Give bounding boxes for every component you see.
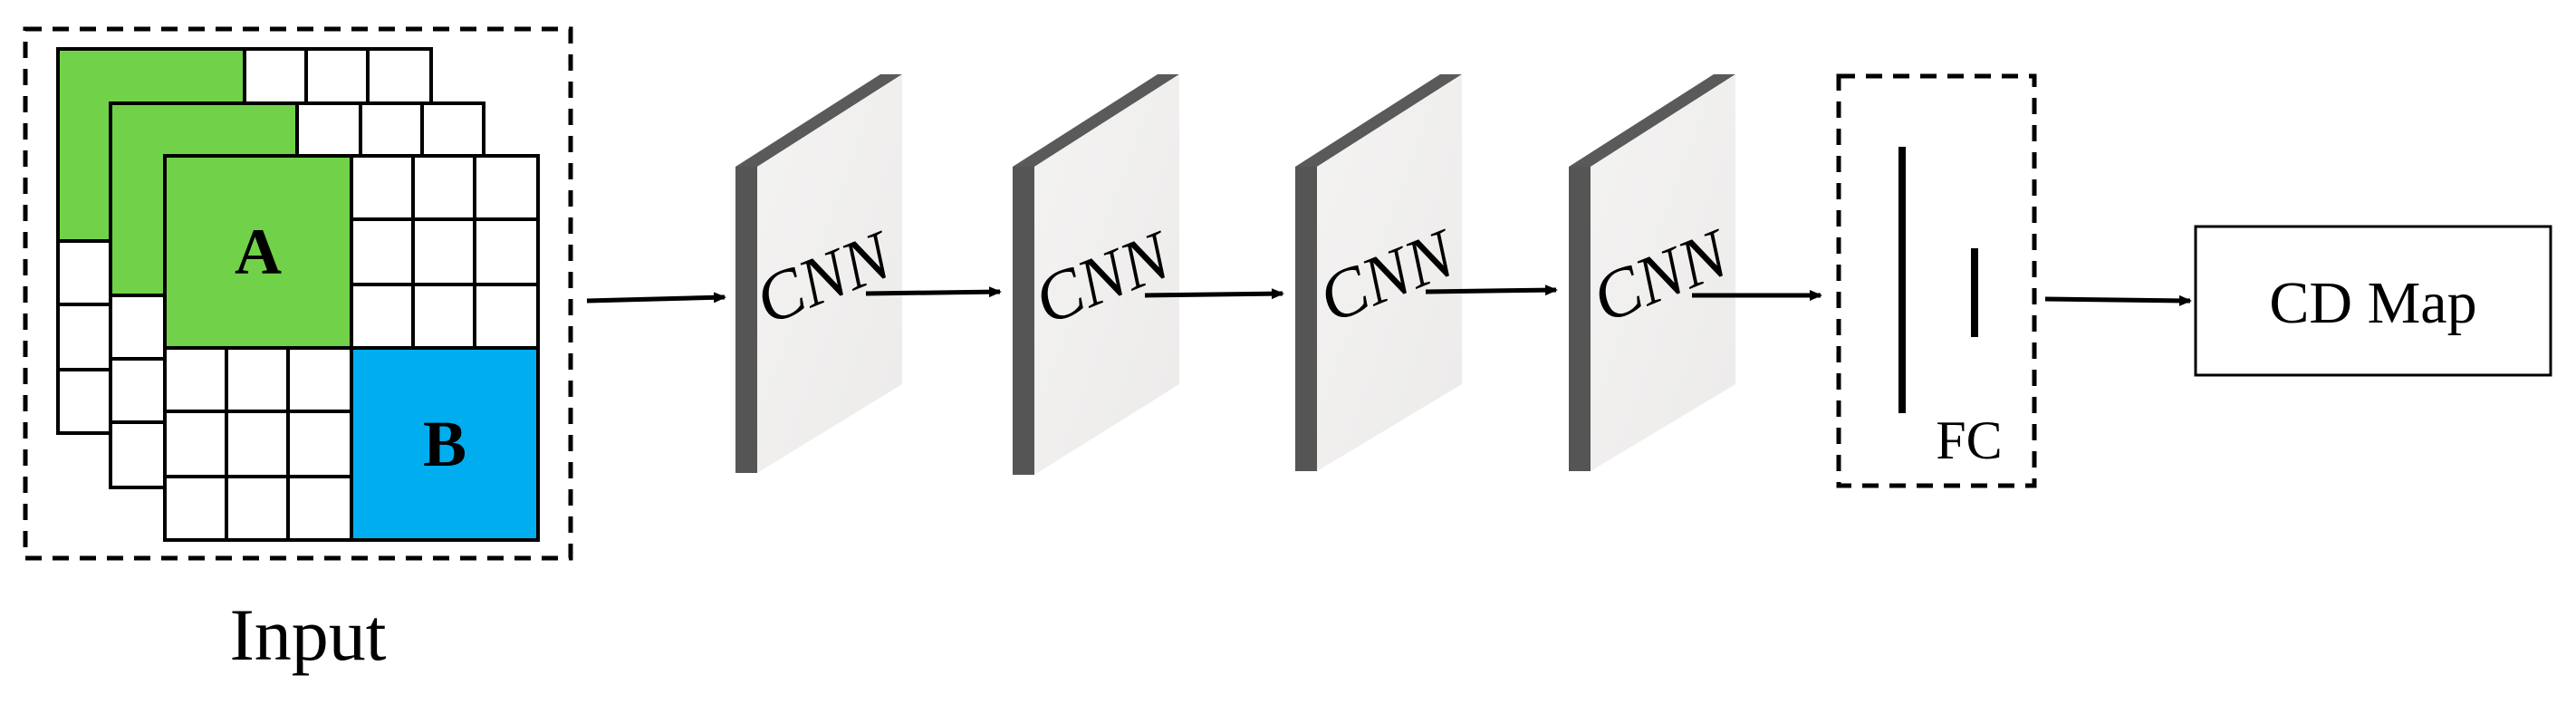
fc-label: FC <box>1936 410 2002 470</box>
arrow-cnn-2-to-cnn-3 <box>1144 288 1284 300</box>
cell-a-label: A <box>235 216 282 288</box>
cell-a <box>163 154 353 350</box>
input-label: Input <box>229 593 386 676</box>
cnn-layer-2: CNN <box>1013 74 1184 475</box>
output-box <box>2194 225 2552 377</box>
cell-b-label: B <box>423 408 466 480</box>
output-block: CD Map <box>2194 225 2552 377</box>
cnn-layer-4: CNN <box>1569 74 1742 471</box>
cell-b <box>350 346 540 542</box>
output-label: CD Map <box>2269 270 2476 336</box>
input-dashed-box <box>23 26 573 561</box>
arrow-input-to-cnn-1 <box>586 292 726 304</box>
arrow-fc-to-output <box>2044 294 2192 306</box>
fc-block: FC <box>1836 73 2037 488</box>
fc-dashed-box <box>1836 73 2037 488</box>
cnn-layer-1: CNN <box>735 74 905 473</box>
arrow-cnn-3-to-cnn-4 <box>1425 284 1558 296</box>
arrow-cnn-1-to-cnn-2 <box>865 286 1002 298</box>
cnn-layer-3: CNN <box>1295 74 1468 471</box>
input-grid-front: A B <box>163 154 540 542</box>
